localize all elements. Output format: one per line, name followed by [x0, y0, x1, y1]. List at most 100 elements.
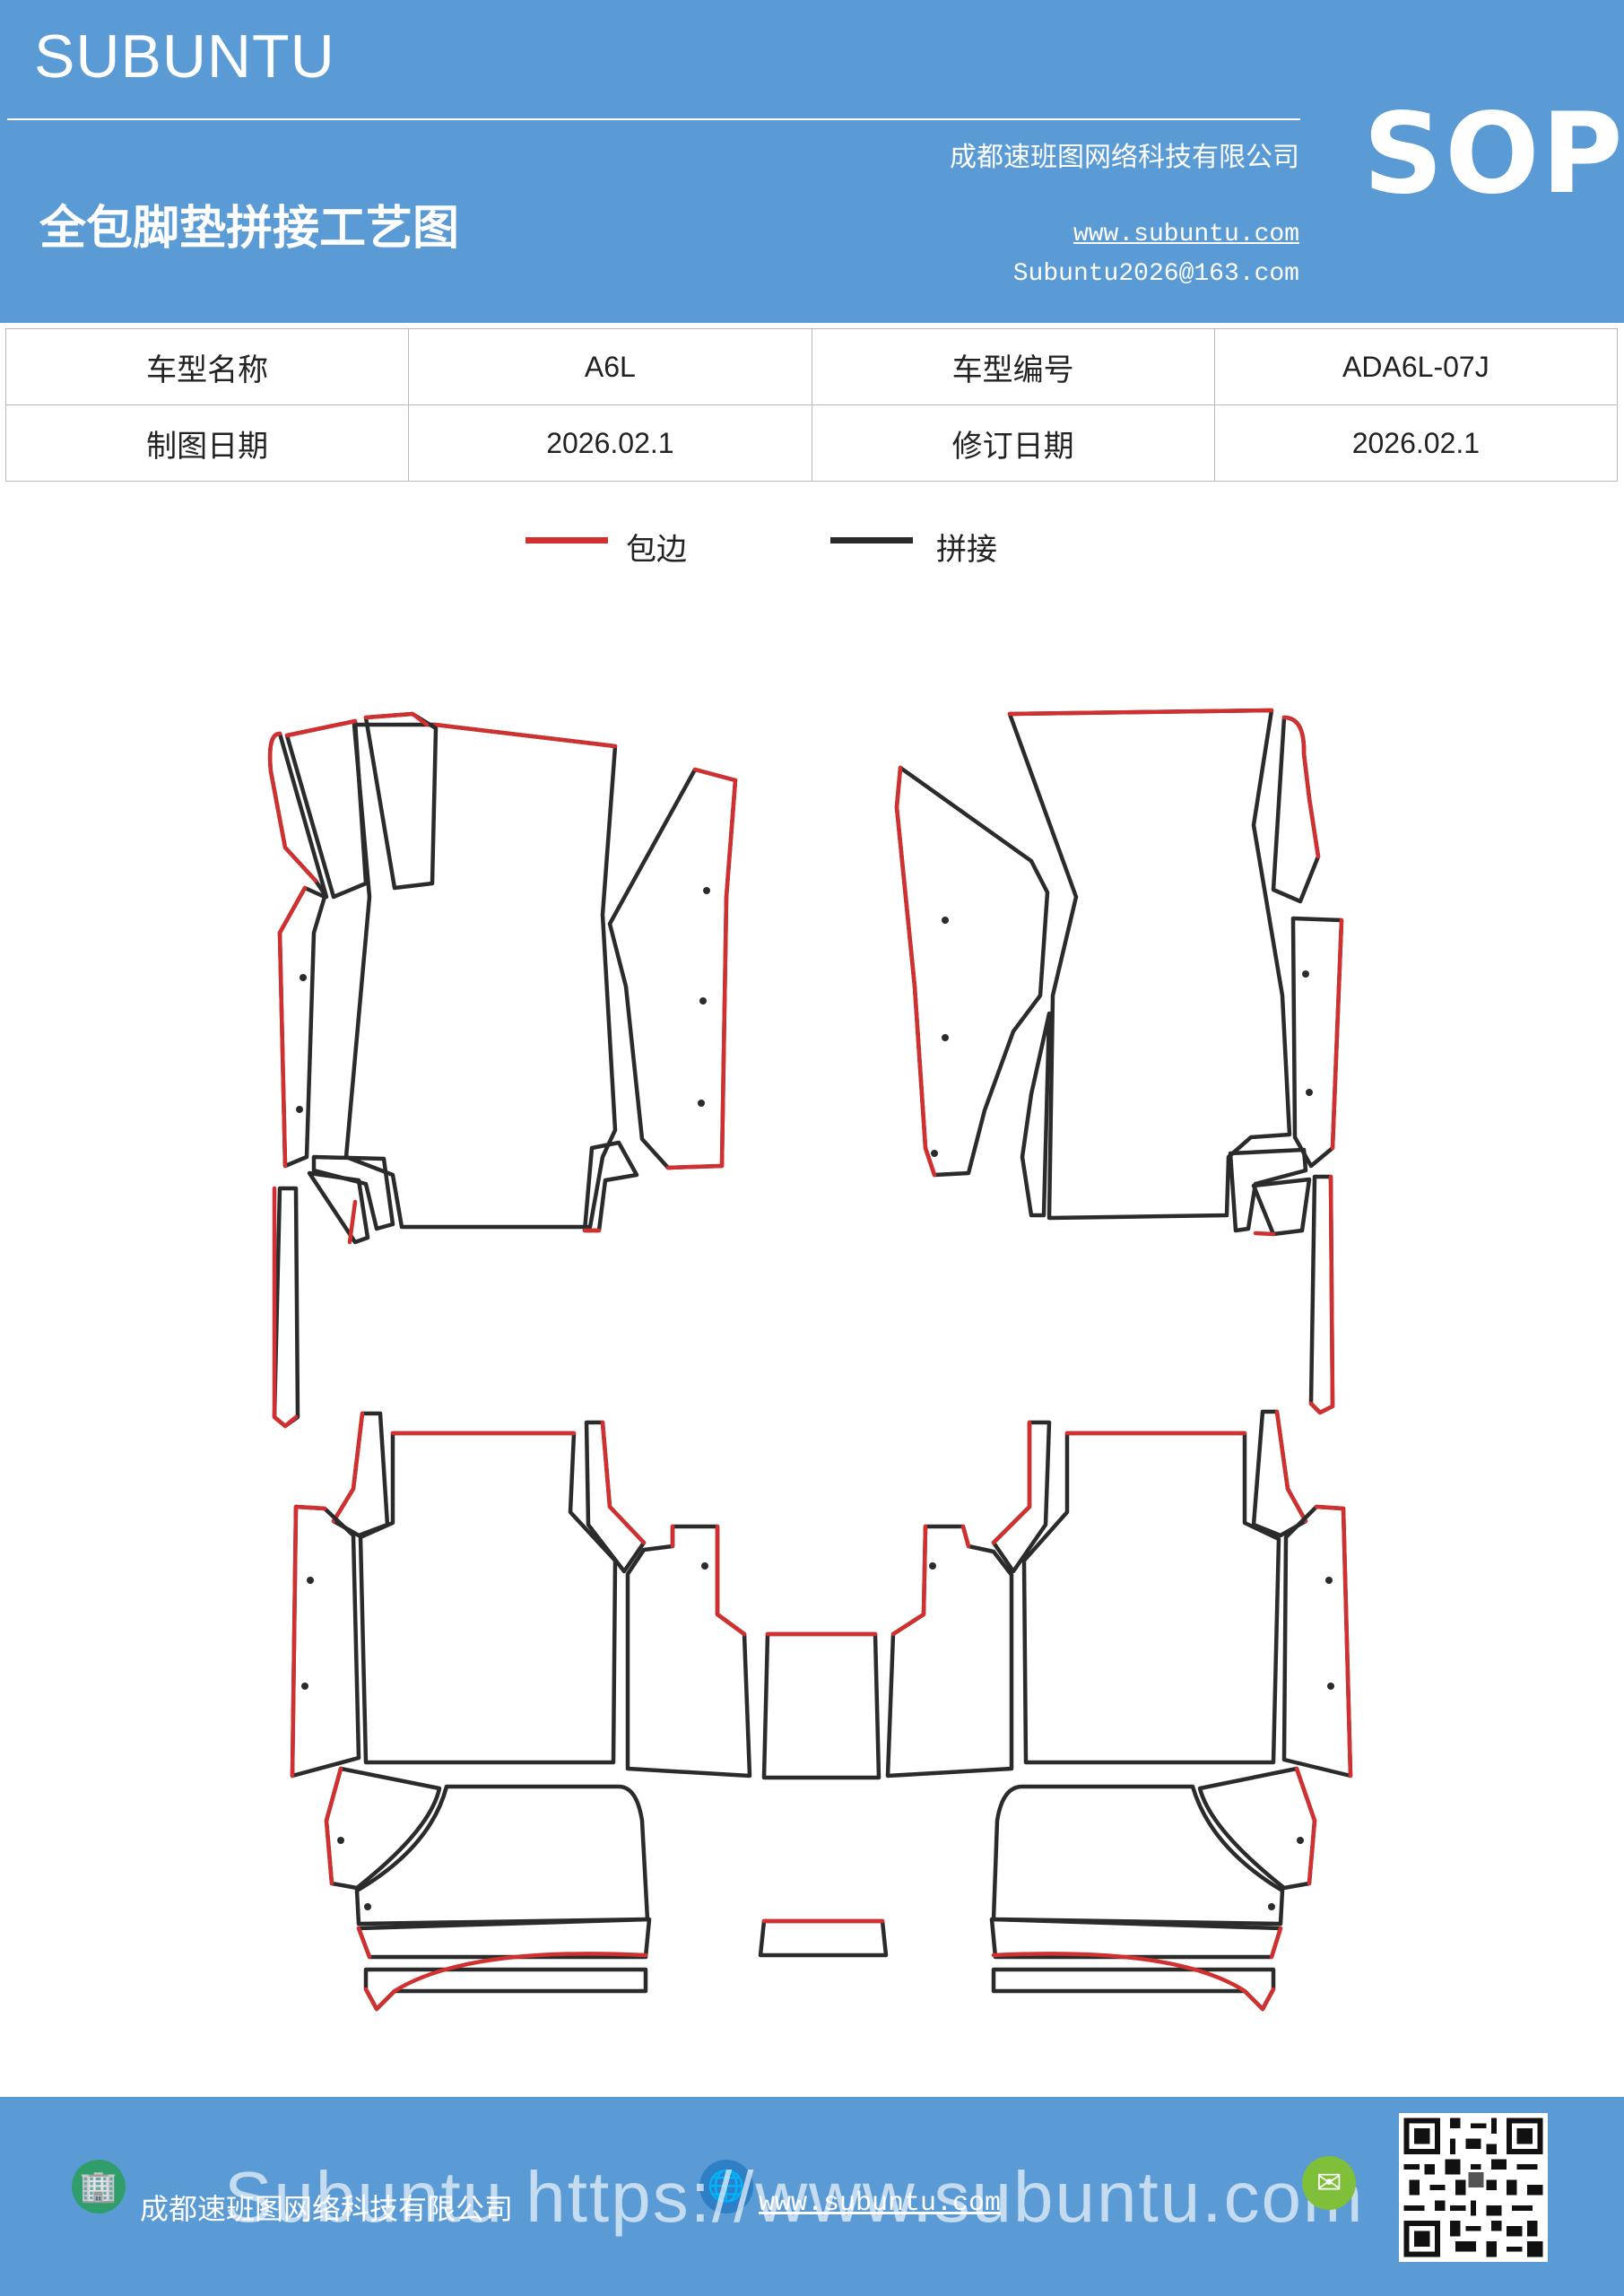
rear-right-lower-panel-4-edge [991, 1952, 1276, 2012]
page-header: SUBUNTU 成都速班图网络科技有限公司 全包脚垫拼接工艺图 www.subu… [0, 0, 1624, 323]
rear-right-hole [1268, 1903, 1275, 1910]
rear-left-lower-panel-4-edge [363, 1952, 648, 2012]
rear-left-lower-panel-2-edge [324, 1766, 343, 1886]
front-left-long-sill [272, 1186, 300, 1429]
footer-website-link[interactable]: www.subuntu.com [759, 2188, 1002, 2219]
front-left-upper-strip-1-edge [284, 718, 358, 738]
rear-right-main-panel [1021, 1431, 1281, 1765]
rear-right-lower-panel-3 [989, 1917, 1283, 1960]
rear-left-lower-panel-3 [356, 1917, 652, 1960]
rear-left-tunnel-side-edge [670, 1524, 747, 1637]
rear-right-lower-panel-2-edge [1294, 1766, 1317, 1886]
header-divider [7, 118, 1300, 120]
front-right-hole [942, 917, 949, 924]
draw-date-value: 2026.02.1 [408, 404, 812, 482]
rear-left-hole [364, 1903, 371, 1910]
stroke-legend: 包边 拼接 [0, 525, 1624, 578]
wechat-icon[interactable]: ✉ [1302, 2156, 1356, 2210]
model-name-value: A6L [408, 328, 812, 405]
rear-right-hole [1327, 1683, 1334, 1690]
floor-mat-diagram [267, 708, 1353, 2012]
rear-left-lower-panel-1 [354, 1784, 650, 1926]
joint-legend-label: 拼接 [936, 532, 997, 568]
front-left-mat [267, 711, 738, 1429]
footer-company: 成都速班图网络科技有限公司 [140, 2192, 514, 2226]
front-left-door-sill [277, 885, 327, 1169]
table-row: 车型名称 A6L 车型编号 ADA6L-07J [4, 328, 1619, 405]
footer-watermark-text: Subuntu https://www.subuntu.com [224, 2157, 1365, 2237]
rear-right-lower-panel-3-edge [1269, 1926, 1283, 1960]
draw-date-label: 制图日期 [4, 404, 410, 482]
qr-code[interactable] [1399, 2113, 1548, 2262]
building-icon: 🏢 [72, 2160, 126, 2213]
header-email[interactable]: Subuntu2026@163.com [1012, 260, 1299, 288]
rear-right-lower-panel-2 [1197, 1766, 1317, 1891]
sop-badge: SOP [1363, 90, 1624, 219]
edge-legend-label: 包边 [626, 532, 687, 568]
rear-right-tunnel-side-edge [890, 1524, 971, 1637]
document-title: 全包脚垫拼接工艺图 [39, 201, 460, 256]
header-company: 成都速班图网络科技有限公司 [950, 142, 1299, 173]
rear-right-tunnel-side [885, 1524, 1014, 1779]
front-left-upper-strip-1 [284, 718, 369, 900]
rear-right-outer-flap-edge [1314, 1504, 1353, 1779]
rear-center-lower-strip [758, 1918, 889, 1958]
front-left-upper-strip-2 [363, 711, 439, 891]
page-footer: 🏢 成都速班图网络科技有限公司 🌐 www.subuntu.com Subunt… [0, 2097, 1624, 2296]
front-right-tunnel-wing-edge [894, 765, 937, 1178]
model-code-value: ADA6L-07J [1213, 328, 1619, 405]
revision-date-label: 修订日期 [811, 404, 1215, 482]
front-left-heel-pad [311, 1154, 395, 1231]
rear-left-mat [290, 1411, 752, 2012]
rear-right-outer-flap [1281, 1504, 1353, 1779]
front-left-heel-edge [347, 1199, 358, 1245]
rear-right-hole [929, 1562, 936, 1570]
front-right-hole [942, 1034, 949, 1041]
front-right-hole [931, 1150, 938, 1157]
front-right-heel-pad-2 [1251, 1177, 1312, 1237]
header-website-link[interactable]: www.subuntu.com [1073, 221, 1299, 248]
front-left-upper-strip-2-edge [363, 711, 430, 727]
front-left-long-sill-edge [272, 1186, 299, 1429]
globe-icon: 🌐 [699, 2160, 753, 2213]
front-left-hole [300, 974, 307, 981]
front-right-heel-edge [1253, 1231, 1276, 1237]
front-right-door-sill [1290, 916, 1344, 1169]
front-right-tunnel-tail [1020, 1011, 1052, 1218]
front-left-outer-flap-edge [267, 731, 318, 883]
rear-left-hole [337, 1837, 344, 1844]
front-right-tunnel-wing [894, 765, 1050, 1178]
rear-left-lower-panel-2 [324, 1766, 442, 1891]
rear-left-main-panel [358, 1431, 618, 1765]
front-right-long-sill-edge [1308, 1174, 1335, 1415]
front-left-main-top-edge [432, 722, 618, 749]
rear-right-hole [1325, 1577, 1333, 1584]
front-right-hole [1302, 970, 1309, 978]
rear-left-hole [701, 1562, 708, 1570]
rear-left-door-strip-edge [600, 1420, 647, 1545]
front-left-hole [703, 887, 710, 894]
rear-right-mat [885, 1409, 1353, 2012]
front-left-main-panel [343, 722, 618, 1230]
rear-right-lower-panel-1 [991, 1784, 1285, 1926]
front-left-tunnel-wing-edge [665, 767, 738, 1170]
rear-left-sill-wing-edge [331, 1411, 365, 1524]
front-right-hole [1306, 1089, 1313, 1096]
front-left-door-sill-edge [277, 885, 308, 1169]
revision-date-value: 2026.02.1 [1213, 404, 1619, 482]
front-right-main-top-edge [1007, 708, 1274, 717]
rear-right-door-strip-edge [991, 1420, 1032, 1545]
table-row: 制图日期 2026.02.1 修订日期 2026.02.1 [4, 404, 1619, 482]
front-right-mat [894, 708, 1344, 1415]
rear-left-lower-panel-4 [363, 1967, 648, 2012]
rear-left-hole [307, 1577, 314, 1584]
front-right-door-sill-edge [1330, 918, 1344, 1151]
rear-right-lower-panel-4 [991, 1967, 1276, 2012]
rear-left-hole [301, 1683, 308, 1690]
joint-legend-swatch [830, 537, 913, 544]
model-info-table: 车型名称 A6L 车型编号 ADA6L-07J 制图日期 2026.02.1 修… [4, 328, 1619, 482]
front-right-main-panel [1007, 708, 1292, 1221]
rear-center-tunnel-pad [761, 1631, 881, 1780]
rear-left-lower-panel-3-edge [356, 1926, 372, 1960]
front-left-hole [296, 1106, 303, 1113]
